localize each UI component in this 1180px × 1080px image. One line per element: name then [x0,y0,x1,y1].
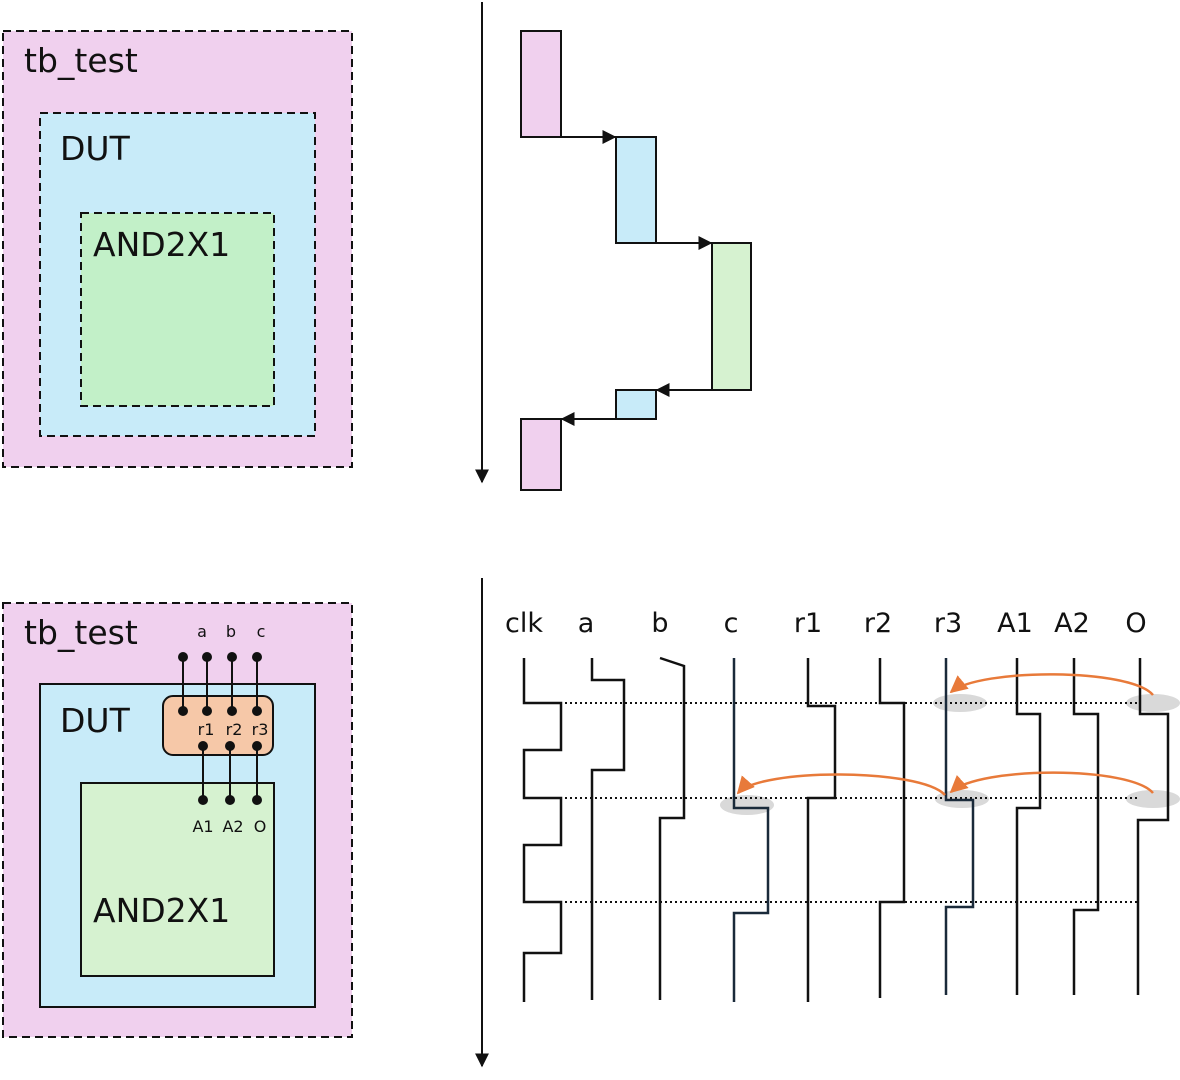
dut-label: DUT [60,129,131,168]
port-label-c: c [257,622,266,641]
call-sequence [475,2,752,491]
wave-b [658,656,686,1000]
register-block [162,695,274,756]
tb-test-label-bottom: tb_test [24,613,138,652]
wave-c [732,658,770,1002]
activation-dut-return [615,389,657,420]
port-label-a: a [197,622,207,641]
arrow-o-to-r3-second [949,771,1154,794]
arrow-o-to-r3-first [949,673,1154,696]
port-label-a1: A1 [192,817,213,836]
wave-r1 [806,658,837,1002]
clock-edge-lines [560,702,1140,903]
port-wires [182,657,258,800]
wave-r3 [944,658,975,995]
and2x1-box [80,212,275,407]
signal-label-r3: r3 [934,608,962,639]
sample-highlights [720,694,1180,815]
propagation-arrows [736,673,1154,796]
reg-label-r2: r2 [226,720,243,739]
and2x1-label-bottom: AND2X1 [93,891,230,930]
and2x1-box-bottom [80,782,275,977]
and2x1-label: AND2X1 [93,225,230,264]
port-label-a2: A2 [222,817,243,836]
wave-a1 [1015,658,1042,995]
wave-clk [522,658,563,1002]
timing-diagram: clk a b c r1 r2 r3 A1 A2 O [475,578,1180,1068]
reg-label-r1: r1 [198,720,215,739]
activation-tb-return [520,418,562,491]
waveforms [522,656,1170,1002]
reg-label-r3: r3 [252,720,269,739]
wave-a [590,658,626,1000]
signal-label-o: O [1125,608,1146,639]
signal-label-a1: A1 [997,608,1033,639]
activation-dut [615,136,657,244]
signal-label-c: c [724,608,739,639]
bottom-hierarchy: tb_test DUT AND2X1 [2,602,353,1038]
port-dots [178,652,262,805]
signal-label-r2: r2 [864,608,892,639]
arrow-r3-to-c [736,773,946,796]
wave-r2 [878,658,906,998]
signal-label-a2: A2 [1054,608,1090,639]
signal-label-a: a [578,608,595,639]
signal-label-r1: r1 [794,608,822,639]
signal-label-b: b [651,608,668,639]
wave-a2 [1072,658,1100,995]
activation-tb [520,30,562,138]
activation-and [711,242,752,391]
signal-label-clk: clk [505,608,543,639]
port-label-b: b [226,622,236,641]
dut-label-bottom: DUT [60,701,131,740]
tb-test-label: tb_test [24,41,138,80]
top-hierarchy: tb_test DUT AND2X1 [2,30,353,468]
port-label-o: O [254,817,267,836]
wave-o [1136,658,1170,995]
